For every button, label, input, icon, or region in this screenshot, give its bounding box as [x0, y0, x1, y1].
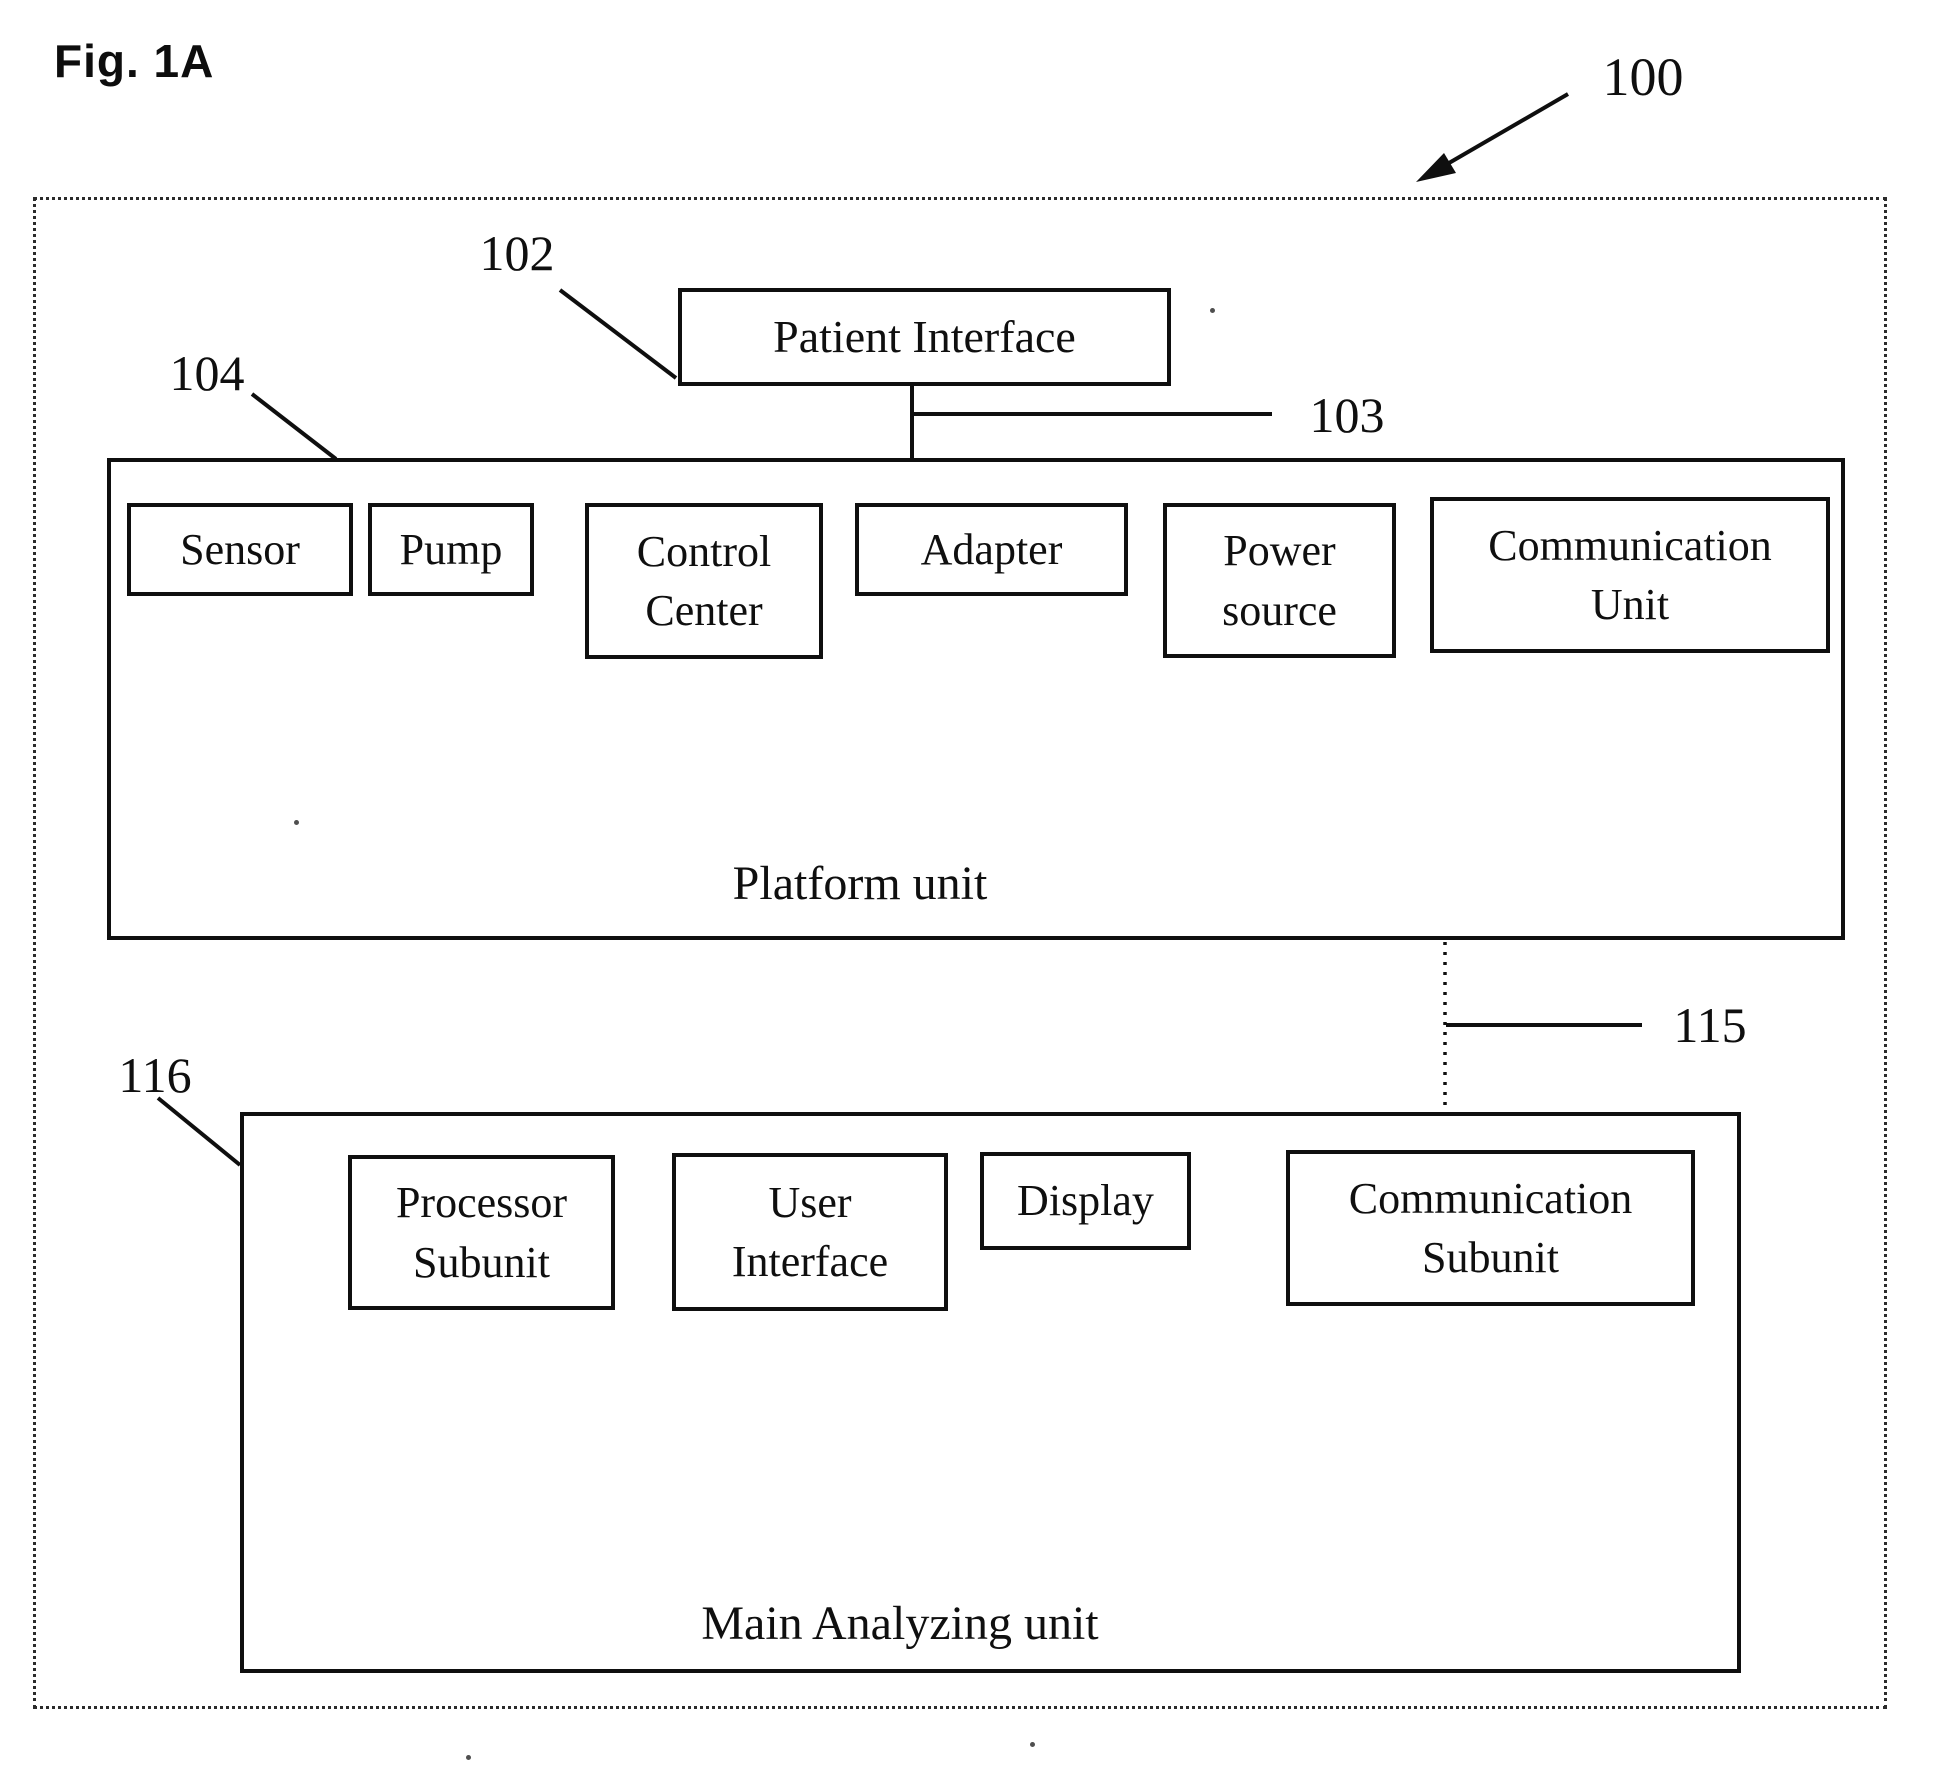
scan-artifact-dot — [294, 820, 299, 825]
adapter-label: Adapter — [920, 524, 1063, 574]
control-center-label: Control Center — [636, 526, 772, 635]
patient-interface-box: Patient Interface — [678, 288, 1171, 386]
scan-artifact-dot — [1030, 1742, 1035, 1747]
communication-subunit-box: Communication Subunit — [1286, 1150, 1695, 1306]
ref-102: 102 — [479, 225, 555, 281]
sensor-label: Sensor — [180, 524, 300, 574]
ref-116: 116 — [118, 1047, 192, 1103]
communication-subunit-label: Communication Subunit — [1348, 1173, 1633, 1282]
scan-artifact-dot — [466, 1755, 471, 1760]
ref-103: 103 — [1309, 387, 1385, 443]
ref-104: 104 — [169, 345, 245, 401]
control-center-box: Control Center — [585, 503, 823, 659]
pump-box: Pump — [368, 503, 534, 596]
processor-subunit-box: Processor Subunit — [348, 1155, 615, 1310]
user-interface-box: User Interface — [672, 1153, 948, 1311]
figure-label: Fig. 1A — [54, 35, 215, 87]
user-interface-label: User Interface — [731, 1177, 889, 1286]
processor-subunit-label: Processor Subunit — [395, 1178, 568, 1287]
scan-artifact-dot — [1210, 308, 1215, 313]
ref-100-arrow-line — [1447, 92, 1570, 165]
communication-unit-box: Communication Unit — [1430, 497, 1830, 653]
system-boundary-dotted-border — [33, 197, 1887, 1709]
main-analyzing-unit-label: Main Analyzing unit — [701, 1597, 1099, 1650]
platform-unit-label: Platform unit — [732, 857, 988, 910]
ref-115: 115 — [1673, 997, 1747, 1053]
power-source-box: Power source — [1163, 503, 1396, 658]
ref-100-system: 100 — [1602, 47, 1684, 107]
communication-unit-label: Communication Unit — [1488, 520, 1772, 629]
ref-100-arrowhead — [1416, 153, 1456, 182]
display-box: Display — [980, 1152, 1191, 1250]
display-label: Display — [1017, 1176, 1154, 1226]
power-source-label: Power source — [1222, 526, 1337, 635]
sensor-box: Sensor — [127, 503, 353, 596]
patient-interface-label: Patient Interface — [773, 310, 1076, 362]
pump-label: Pump — [399, 524, 503, 574]
adapter-box: Adapter — [855, 503, 1128, 596]
